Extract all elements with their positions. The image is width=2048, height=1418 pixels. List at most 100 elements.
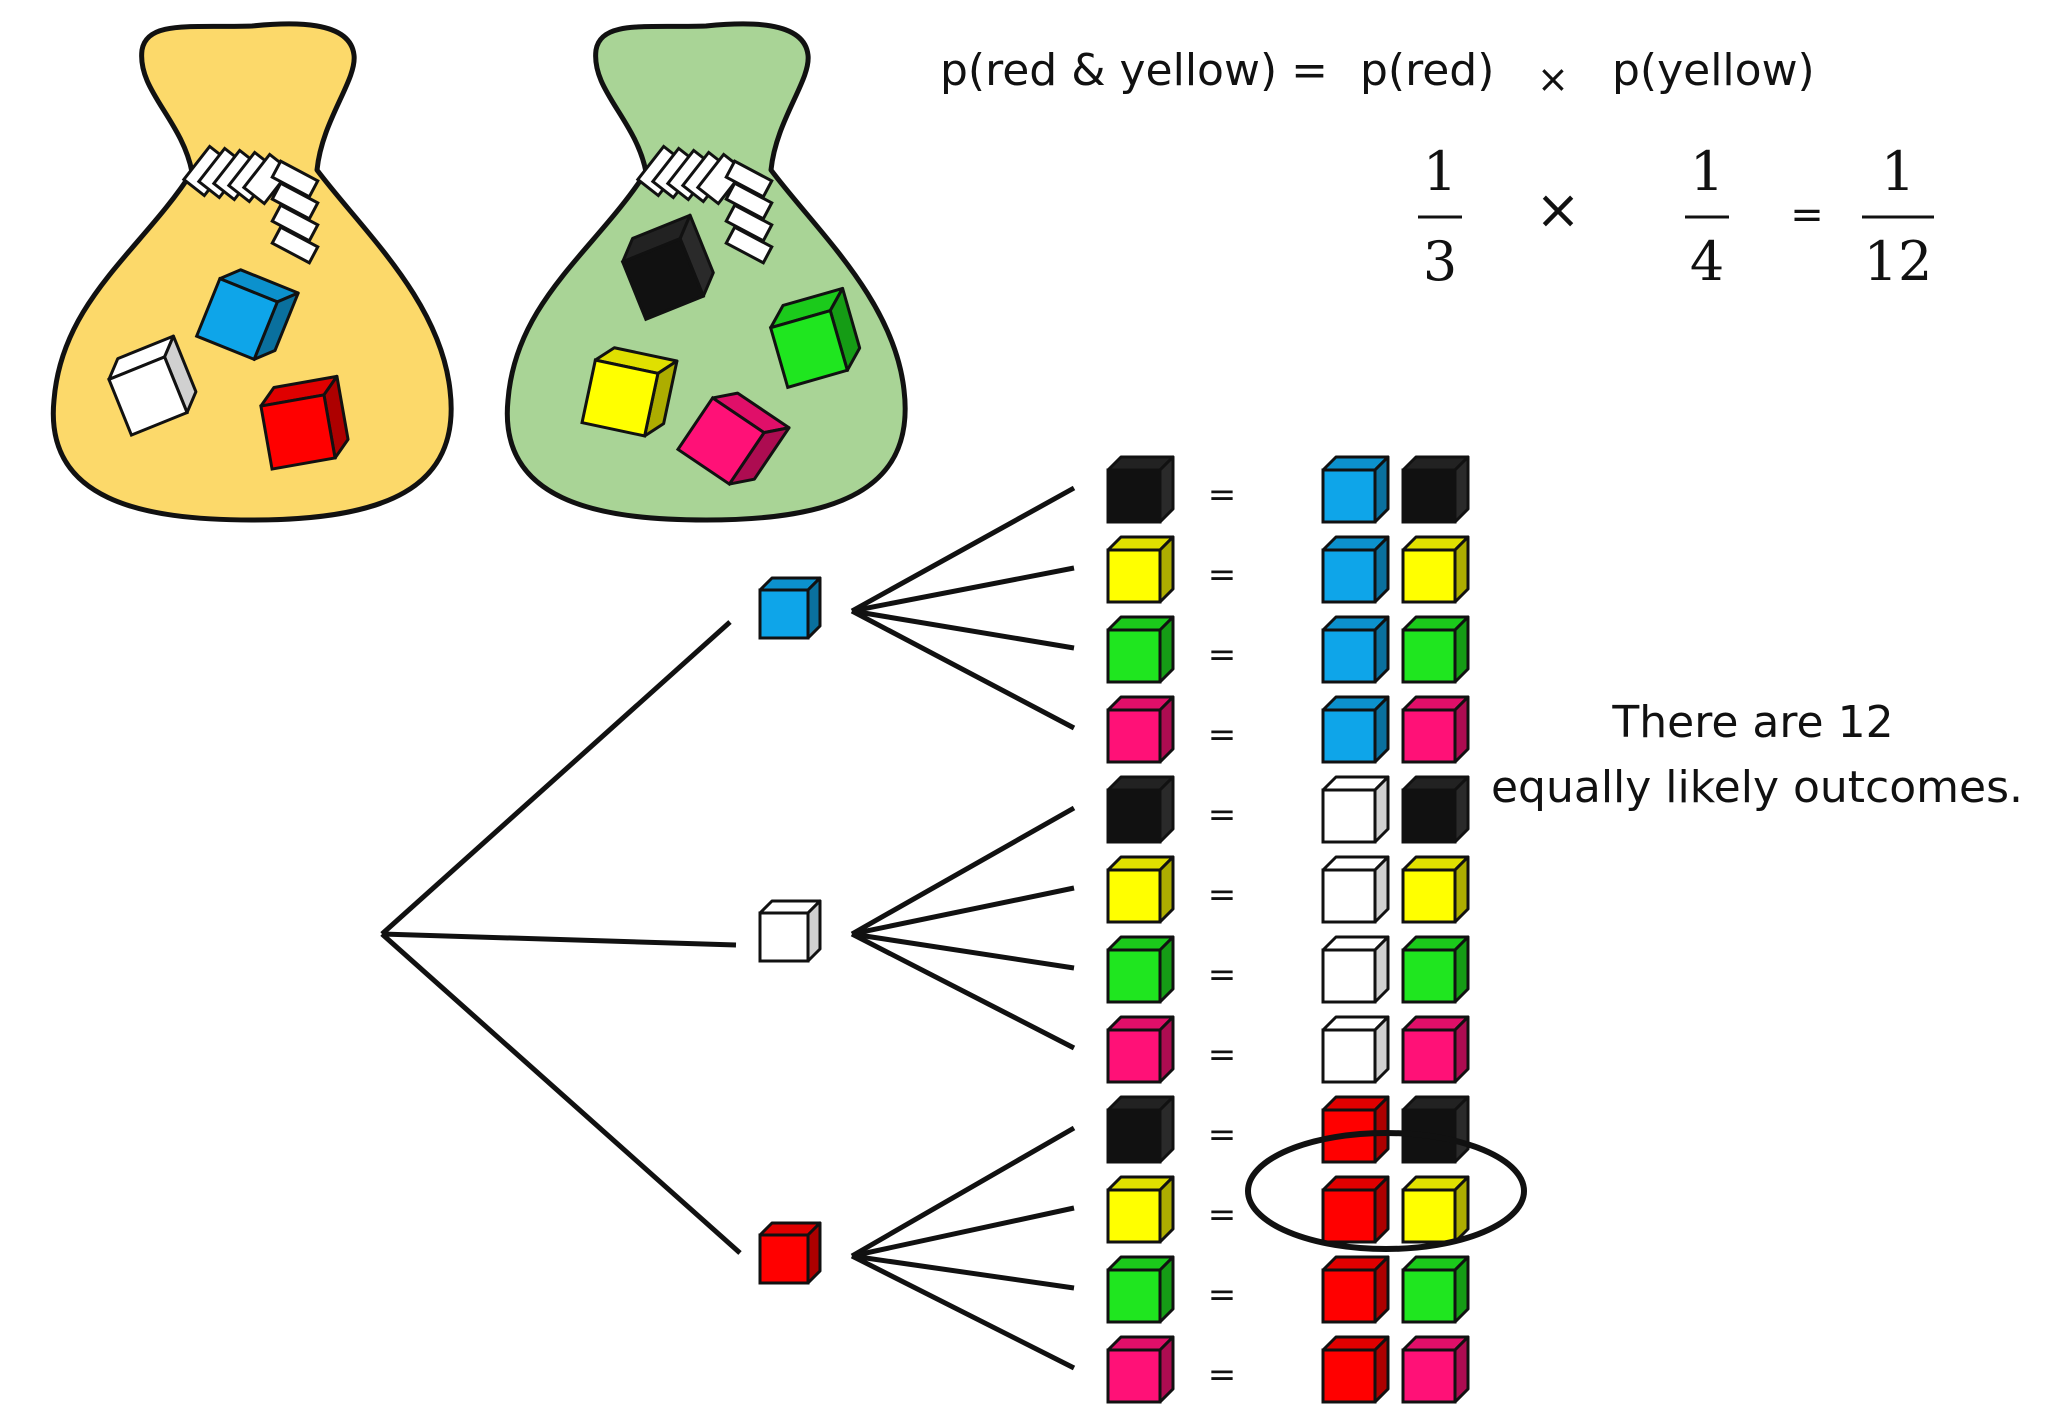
outcome-row-blue-green: = — [1106, 615, 1470, 684]
fraction-3-denominator: 12 — [1864, 230, 1933, 293]
outcome-row-blue-yellow: = — [1106, 535, 1470, 604]
equals-symbol: = — [1208, 1035, 1237, 1075]
equals-symbol: = — [1208, 955, 1237, 995]
outcome-first-cube-red — [1321, 1095, 1390, 1164]
outcome-first-cube-blue — [1321, 455, 1390, 524]
outcome-first-cube-white — [1321, 1015, 1390, 1084]
branch-line-red-yellow — [851, 1205, 1075, 1259]
second-draw-cube-pink — [1106, 1335, 1175, 1404]
equals-symbol: = — [1208, 1195, 1237, 1235]
branch-line-first-red — [380, 932, 742, 1255]
outcome-first-cube-blue — [1321, 535, 1390, 604]
fraction-1-denominator: 3 — [1423, 230, 1457, 293]
branch-line-red-green — [851, 1253, 1075, 1291]
outcome-first-cube-white — [1321, 775, 1390, 844]
branch-line-white-yellow — [851, 885, 1075, 937]
branch-line-blue-black — [850, 485, 1076, 614]
outcome-first-cube-white — [1321, 855, 1390, 924]
bag-green — [504, 21, 908, 523]
branch-line-blue-pink — [850, 608, 1076, 731]
equals-symbol: = — [1208, 1275, 1237, 1315]
equals-symbol: = — [1208, 555, 1237, 595]
branch-line-red-black — [850, 1125, 1076, 1259]
formula-lhs: p(red & yellow) = — [940, 45, 1328, 96]
outcome-second-cube-pink — [1401, 1015, 1470, 1084]
formula-p-red: p(red) — [1360, 45, 1494, 96]
outcomes-note-line-1: There are 12 — [1611, 697, 1893, 748]
bag-yellow — [50, 21, 454, 523]
outcome-second-cube-yellow — [1401, 1175, 1470, 1244]
bag-cube-green — [768, 286, 862, 390]
outcome-list: ============ — [1106, 455, 1470, 1404]
outcome-first-cube-blue — [1321, 695, 1390, 764]
equals-symbol: = — [1208, 795, 1237, 835]
formula-p-yellow: p(yellow) — [1612, 45, 1815, 96]
highlight-ellipse — [1245, 1130, 1527, 1252]
bag-tie — [181, 144, 320, 265]
second-draw-cube-green — [1106, 615, 1175, 684]
bag-cube-red — [259, 374, 350, 471]
equals-symbol: = — [1208, 875, 1237, 915]
tree-node-blue — [758, 576, 822, 640]
bag-cube-blue — [194, 268, 300, 362]
second-draw-cube-green — [1106, 1255, 1175, 1324]
outcome-row-red-green: = — [1106, 1255, 1470, 1324]
bag-cube-white — [106, 334, 198, 438]
outcome-row-white-green: = — [1106, 935, 1470, 1004]
multiply-symbol: × — [1535, 178, 1580, 241]
fraction-2-numerator: 1 — [1690, 140, 1724, 203]
equals-symbol: = — [1208, 475, 1237, 515]
tree-branches — [380, 485, 1076, 1371]
branch-line-white-pink — [850, 931, 1076, 1051]
outcome-second-cube-yellow — [1401, 535, 1470, 604]
second-draw-cube-black — [1106, 775, 1175, 844]
bag-body — [50, 21, 454, 523]
outcome-row-red-pink: = — [1106, 1335, 1470, 1404]
branch-line-blue-green — [851, 608, 1075, 651]
outcome-second-cube-pink — [1401, 1335, 1470, 1404]
outcome-second-cube-green — [1401, 935, 1470, 1004]
bag-cube-pink — [675, 391, 791, 487]
equals-symbol: = — [1208, 1355, 1237, 1395]
second-draw-cube-black — [1106, 455, 1175, 524]
outcome-second-cube-yellow — [1401, 855, 1470, 924]
outcome-second-cube-green — [1401, 1255, 1470, 1324]
outcome-first-cube-white — [1321, 935, 1390, 1004]
fraction-2-denominator: 4 — [1690, 230, 1724, 293]
tree-nodes — [758, 576, 822, 1285]
outcome-row-blue-black: = — [1106, 455, 1470, 524]
outcome-second-cube-black — [1401, 1095, 1470, 1164]
bag-cube-black — [620, 213, 715, 322]
branch-line-white-black — [850, 805, 1076, 937]
equals-symbol: = — [1790, 192, 1824, 238]
fraction-1-numerator: 1 — [1423, 140, 1457, 203]
outcome-first-cube-red — [1321, 1335, 1390, 1404]
formula: p(red & yellow) = p(red) × p(yellow) 1 3… — [940, 45, 1934, 293]
tree-node-red — [758, 1221, 822, 1285]
outcome-second-cube-pink — [1401, 695, 1470, 764]
branch-line-blue-yellow — [851, 565, 1075, 614]
fraction-3-numerator: 1 — [1881, 140, 1915, 203]
outcome-first-cube-red — [1321, 1255, 1390, 1324]
second-draw-cube-yellow — [1106, 855, 1175, 924]
equals-symbol: = — [1208, 635, 1237, 675]
outcomes-note-line-2: equally likely outcomes. — [1491, 762, 2023, 813]
outcome-second-cube-green — [1401, 615, 1470, 684]
outcome-second-cube-black — [1401, 455, 1470, 524]
second-draw-cube-yellow — [1106, 1175, 1175, 1244]
tree-node-white — [758, 899, 822, 963]
outcome-row-red-yellow: = — [1106, 1175, 1470, 1244]
outcome-row-white-pink: = — [1106, 1015, 1470, 1084]
outcome-row-white-black: = — [1106, 775, 1470, 844]
outcome-second-cube-black — [1401, 775, 1470, 844]
equals-symbol: = — [1208, 1115, 1237, 1155]
branch-line-white-green — [851, 931, 1075, 971]
branch-line-red-pink — [850, 1253, 1076, 1371]
second-draw-cube-black — [1106, 1095, 1175, 1164]
second-draw-cube-pink — [1106, 1015, 1175, 1084]
branch-line-first-blue — [380, 620, 732, 936]
bag-cube-yellow — [580, 346, 679, 438]
outcome-row-white-yellow: = — [1106, 855, 1470, 924]
outcome-first-cube-blue — [1321, 615, 1390, 684]
